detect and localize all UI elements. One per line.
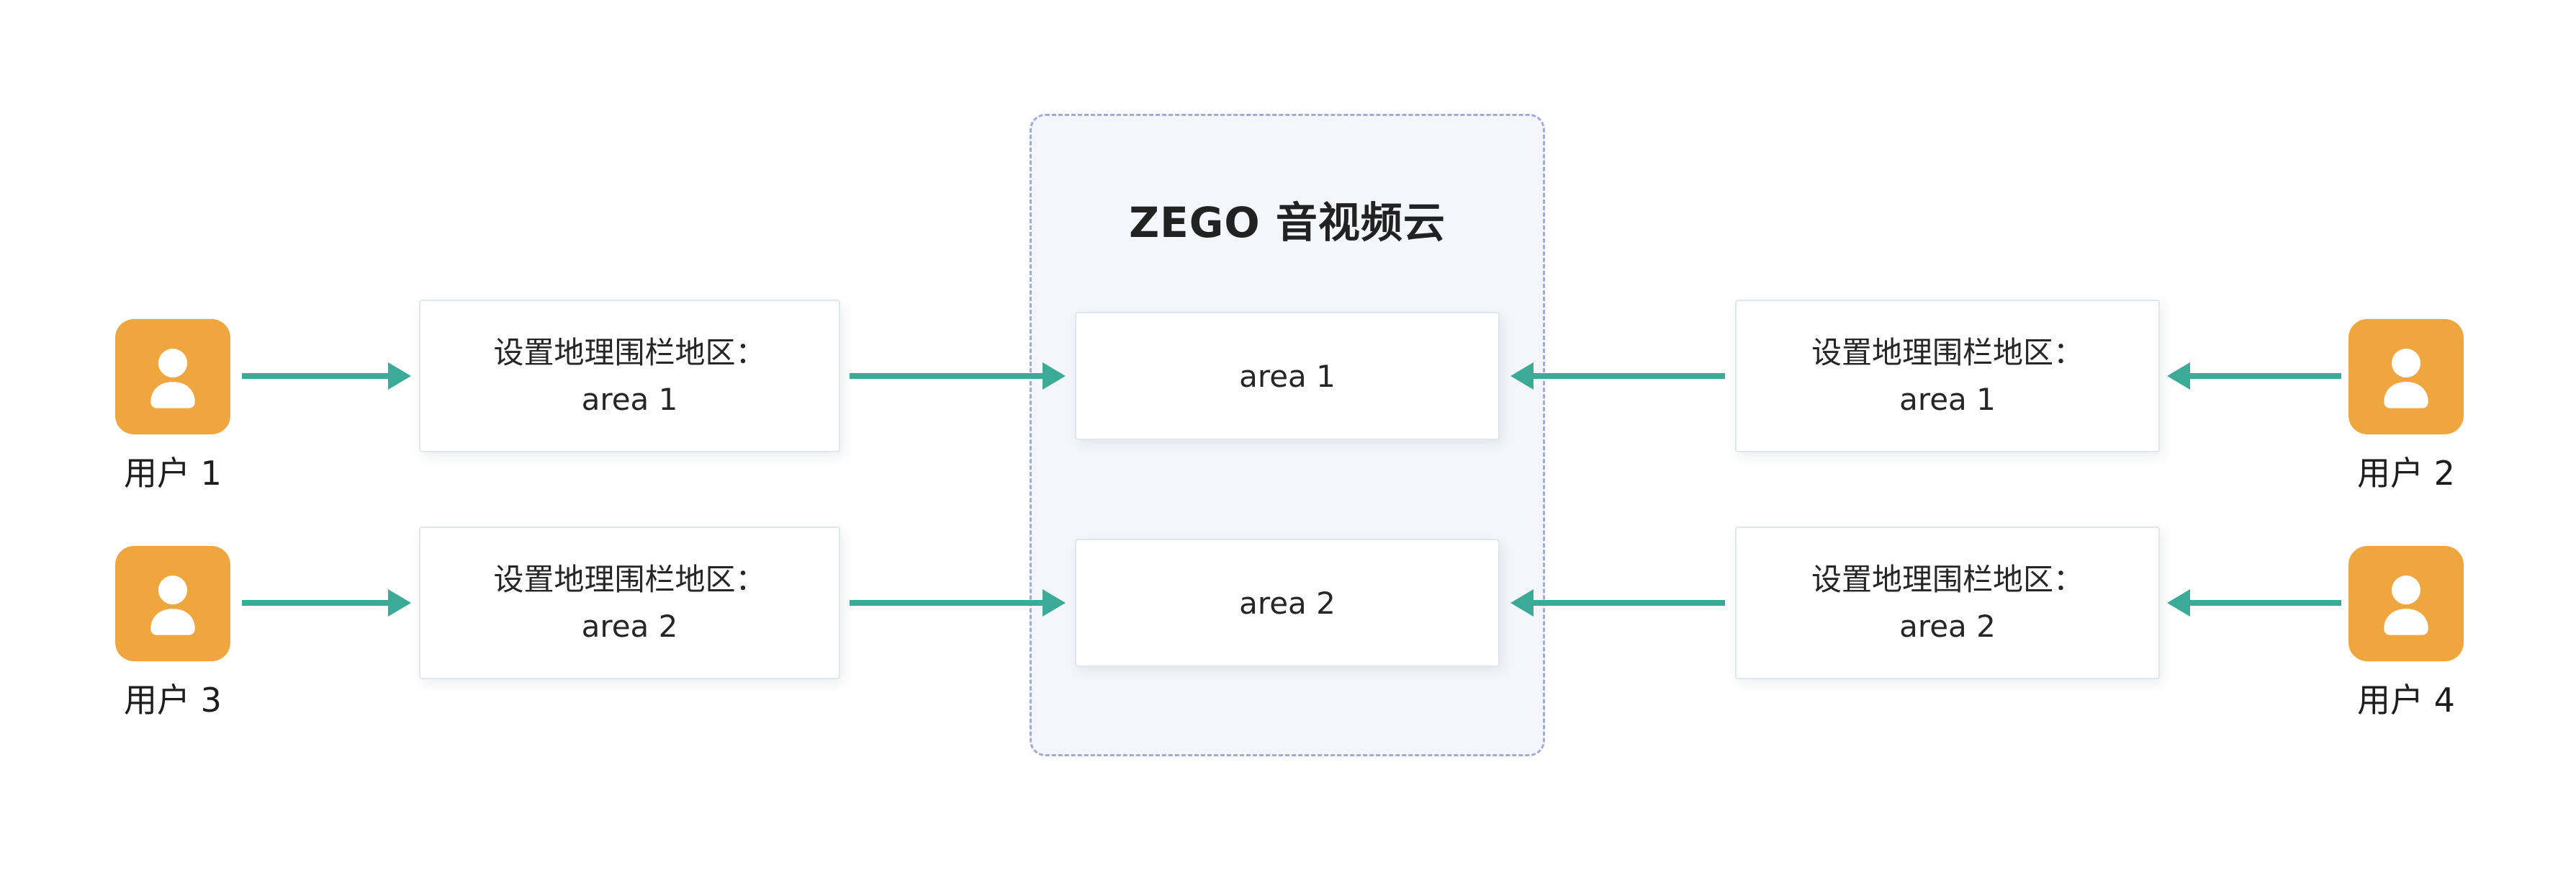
fence-box-line2: area 1 <box>581 382 678 417</box>
fence-box-line2: area 1 <box>1899 382 1996 417</box>
user-1-avatar <box>115 319 230 434</box>
person-icon <box>150 349 195 408</box>
user-2-label: 用户 2 <box>2357 454 2455 493</box>
user-1-label: 用户 1 <box>124 454 222 493</box>
person-icon <box>2384 349 2428 408</box>
arrow-user3-to-fence-icon <box>242 600 389 606</box>
fence-box-left-top: 设置地理围栏地区： area 1 <box>419 300 840 452</box>
cloud-area-2-label: area 2 <box>1239 585 1336 621</box>
user-3-group: 用户 3 <box>101 546 245 722</box>
arrow-fence-to-area1-right-icon <box>1532 373 1725 379</box>
fence-box-line2: area 2 <box>1899 609 1996 644</box>
fence-box-line1: 设置地理围栏地区： <box>1811 334 2084 370</box>
arrow-fence-to-area1-icon <box>850 373 1044 379</box>
person-icon <box>2384 576 2428 635</box>
fence-box-line1: 设置地理围栏地区： <box>1811 561 2084 597</box>
arrow-user4-to-fence-icon <box>2189 600 2341 606</box>
fence-box-right-bottom: 设置地理围栏地区： area 2 <box>1735 527 2160 679</box>
cloud-area-2-box: area 2 <box>1075 539 1500 667</box>
user-4-group: 用户 4 <box>2334 546 2478 722</box>
fence-box-line2: area 2 <box>581 609 678 644</box>
arrow-fence-to-area2-icon <box>850 600 1044 606</box>
fence-box-left-bottom: 设置地理围栏地区： area 2 <box>419 527 840 679</box>
user-4-label: 用户 4 <box>2357 681 2455 720</box>
user-2-group: 用户 2 <box>2334 319 2478 495</box>
fence-box-line1: 设置地理围栏地区： <box>493 334 766 370</box>
arrow-user2-to-fence-icon <box>2189 373 2341 379</box>
cloud-area-1-label: area 1 <box>1239 358 1336 394</box>
user-2-avatar <box>2348 319 2464 434</box>
fence-box-right-top: 设置地理围栏地区： area 1 <box>1735 300 2160 452</box>
cloud-title: ZEGO 音视频云 <box>1129 198 1446 247</box>
user-4-avatar <box>2348 546 2464 661</box>
user-3-label: 用户 3 <box>124 681 222 720</box>
fence-box-line1: 设置地理围栏地区： <box>493 561 766 597</box>
person-icon <box>150 576 195 635</box>
user-3-avatar <box>115 546 230 661</box>
arrow-fence-to-area2-right-icon <box>1532 600 1725 606</box>
cloud-area-1-box: area 1 <box>1075 312 1500 440</box>
arrow-user1-to-fence-icon <box>242 373 389 379</box>
user-1-group: 用户 1 <box>101 319 245 495</box>
